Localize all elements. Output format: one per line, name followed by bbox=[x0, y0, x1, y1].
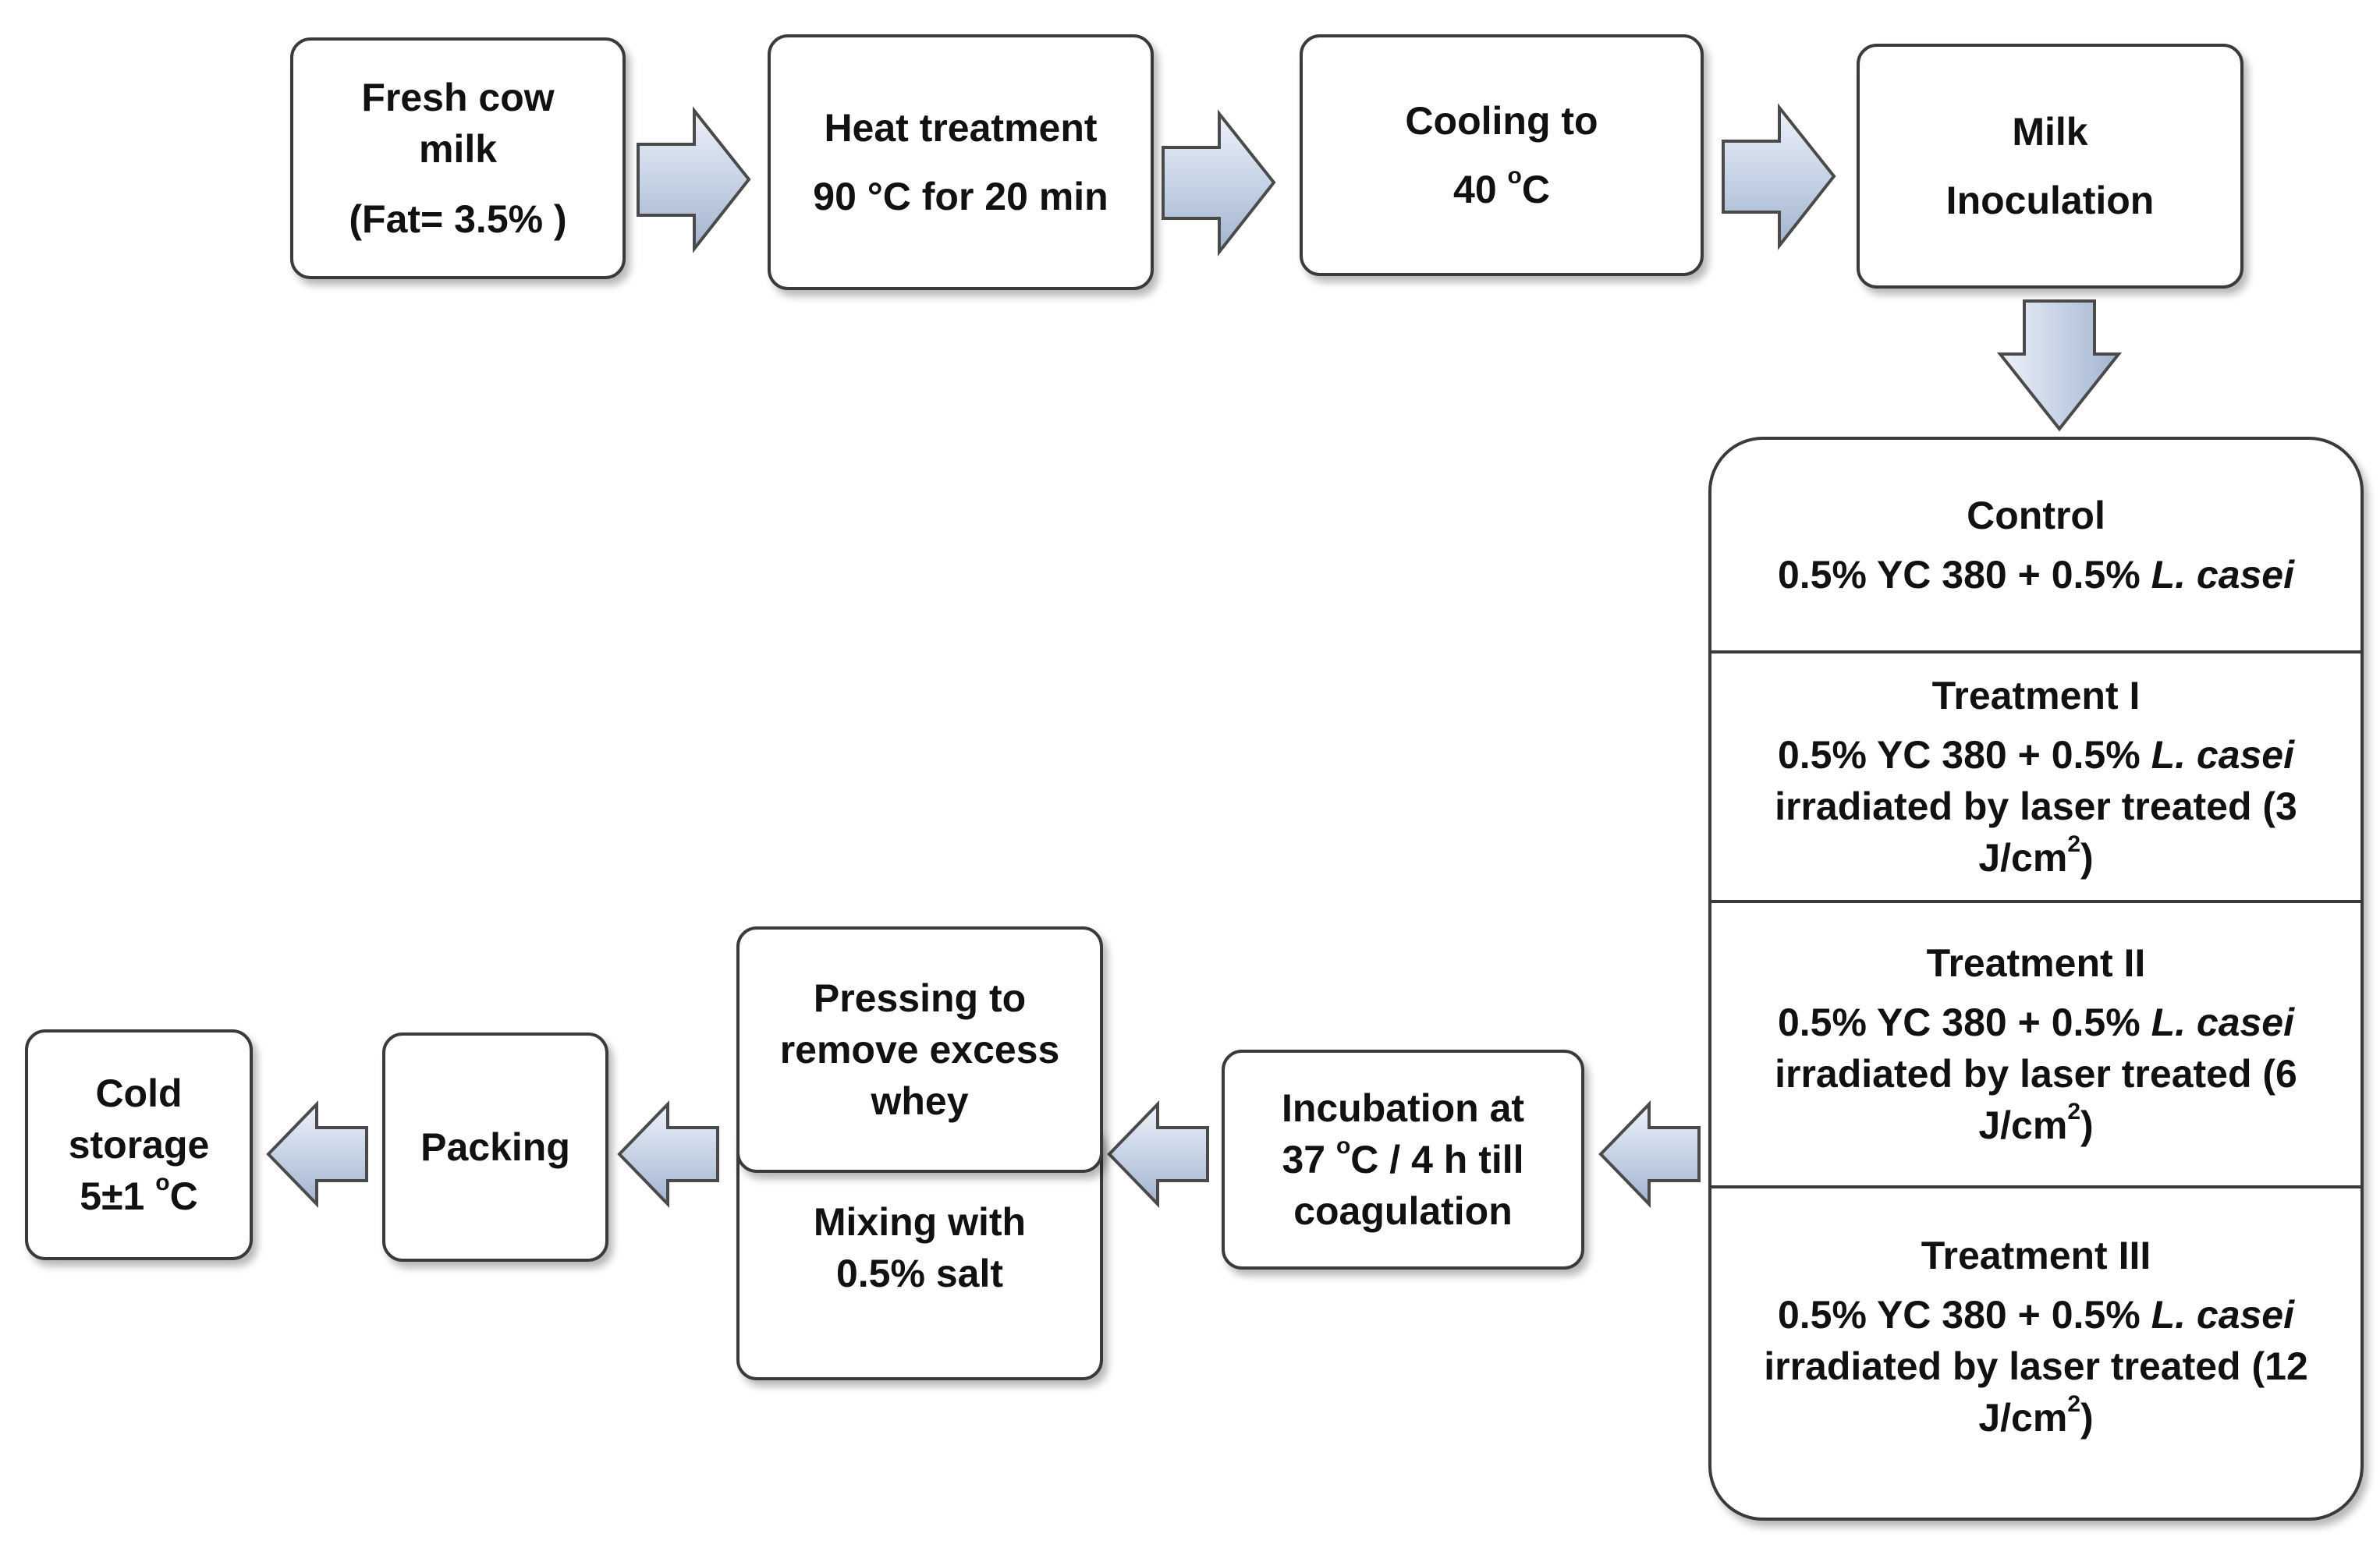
arrow-left-icon bbox=[1598, 1100, 1701, 1208]
pressing-line3: whey bbox=[871, 1079, 969, 1123]
step-heat-treatment: Heat treatment 90 °C for 20 min bbox=[768, 34, 1154, 290]
inoculation-line1: Milk bbox=[2012, 110, 2088, 154]
dose-exponent: 2 bbox=[2067, 1391, 2080, 1417]
mixing-line2: 0.5% salt bbox=[835, 1252, 1003, 1295]
step-pressing: Pressing to remove excess whey bbox=[736, 926, 1103, 1173]
step-incubation: Incubation at 37 oC / 4 h till coagulati… bbox=[1222, 1050, 1584, 1270]
dose-close: ) bbox=[2080, 1396, 2094, 1440]
fresh-milk-fat: (Fat= 3.5% ) bbox=[349, 197, 567, 241]
cooling-temp-unit: C bbox=[1521, 168, 1550, 211]
degree-mark: o bbox=[1507, 163, 1522, 189]
inoculation-line2: Inoculation bbox=[1945, 179, 2155, 222]
treatment-dose: J/cm2) bbox=[1978, 831, 2094, 884]
dose-unit: J/cm bbox=[1978, 836, 2068, 880]
treatment-formula: 0.5% YC 380 + 0.5% L. casei bbox=[1778, 549, 2294, 600]
storage-temp-unit: C bbox=[169, 1174, 198, 1218]
pressing-line1: Pressing to bbox=[813, 976, 1027, 1020]
fresh-milk-line2: milk bbox=[418, 127, 498, 171]
divider bbox=[1711, 1185, 2360, 1188]
treatment-control: Control 0.5% YC 380 + 0.5% L. casei bbox=[1711, 440, 2360, 650]
formula-prefix: 0.5% YC 380 + 0.5% bbox=[1777, 1293, 2151, 1337]
dose-unit: J/cm bbox=[1978, 1396, 2068, 1440]
treatment-title: Treatment III bbox=[1921, 1234, 2151, 1277]
dose-close: ) bbox=[2080, 1103, 2094, 1147]
mixing-line1: Mixing with bbox=[813, 1200, 1027, 1244]
treatment-dose: J/cm2) bbox=[1978, 1391, 2094, 1443]
cold-storage-temperature: 5±1 oC bbox=[80, 1170, 198, 1222]
incubation-line2: 37 oC / 4 h till bbox=[1282, 1133, 1524, 1185]
formula-species: L. casei bbox=[2151, 1001, 2295, 1044]
divider bbox=[1711, 900, 2360, 903]
degree-mark: o bbox=[1335, 1133, 1351, 1159]
treatment-formula: 0.5% YC 380 + 0.5% L. casei bbox=[1778, 997, 2294, 1048]
step-milk-inoculation: Milk Inoculation bbox=[1857, 44, 2243, 289]
cold-storage-line1: Cold bbox=[95, 1071, 183, 1115]
treatment-title: Treatment II bbox=[1926, 941, 2146, 985]
treatment-dose: J/cm2) bbox=[1978, 1099, 2094, 1151]
cooling-temp-value: 40 bbox=[1453, 168, 1508, 211]
step-cold-storage: Cold storage 5±1 oC bbox=[25, 1029, 253, 1260]
treatment-laser-line: irradiated by laser treated (12 bbox=[1764, 1344, 2308, 1388]
dose-exponent: 2 bbox=[2067, 1099, 2080, 1125]
formula-species: L. casei bbox=[2151, 1293, 2295, 1337]
incubation-temp-value: 37 bbox=[1282, 1138, 1336, 1181]
dose-exponent: 2 bbox=[2067, 831, 2080, 857]
treatment-laser-line: irradiated by laser treated (3 bbox=[1775, 785, 2297, 828]
treatment-3: Treatment III 0.5% YC 380 + 0.5% L. case… bbox=[1711, 1188, 2360, 1485]
treatment-title: Treatment I bbox=[1931, 674, 2141, 717]
formula-prefix: 0.5% YC 380 + 0.5% bbox=[1777, 553, 2151, 597]
treatment-laser-line: irradiated by laser treated (6 bbox=[1775, 1052, 2297, 1096]
incubation-line1: Incubation at bbox=[1281, 1086, 1525, 1130]
arrow-right-icon bbox=[1722, 103, 1836, 250]
cooling-line1: Cooling to bbox=[1405, 99, 1598, 143]
dose-close: ) bbox=[2080, 836, 2094, 880]
pressing-line2: remove excess bbox=[779, 1028, 1060, 1071]
treatment-title: Control bbox=[1967, 494, 2105, 537]
arrow-right-icon bbox=[1162, 109, 1276, 257]
arrow-down-icon bbox=[1996, 299, 2123, 432]
cooling-temperature: 40 oC bbox=[1453, 163, 1550, 215]
arrow-right-icon bbox=[637, 106, 751, 253]
arrow-left-icon bbox=[1107, 1100, 1209, 1208]
heat-treatment-line2: 90 °C for 20 min bbox=[813, 175, 1108, 218]
treatment-2: Treatment II 0.5% YC 380 + 0.5% L. casei… bbox=[1711, 903, 2360, 1185]
dose-unit: J/cm bbox=[1978, 1103, 2068, 1147]
treatment-options-panel: Control 0.5% YC 380 + 0.5% L. casei Trea… bbox=[1708, 437, 2364, 1521]
fresh-milk-line1: Fresh cow bbox=[361, 76, 555, 119]
incubation-temp-rest: C / 4 h till bbox=[1350, 1138, 1524, 1181]
heat-treatment-line1: Heat treatment bbox=[824, 106, 1098, 150]
treatment-formula: 0.5% YC 380 + 0.5% L. casei bbox=[1778, 1289, 2294, 1341]
formula-species: L. casei bbox=[2151, 733, 2295, 777]
treatment-formula: 0.5% YC 380 + 0.5% L. casei bbox=[1778, 729, 2294, 781]
cold-storage-line2: storage bbox=[68, 1123, 210, 1167]
step-packing: Packing bbox=[382, 1032, 608, 1262]
incubation-line3: coagulation bbox=[1293, 1189, 1513, 1233]
arrow-left-icon bbox=[617, 1100, 719, 1208]
divider bbox=[1711, 650, 2360, 653]
packing-label: Packing bbox=[420, 1125, 570, 1169]
formula-prefix: 0.5% YC 380 + 0.5% bbox=[1777, 1001, 2151, 1044]
treatment-1: Treatment I 0.5% YC 380 + 0.5% L. casei … bbox=[1711, 653, 2360, 900]
step-fresh-milk: Fresh cow milk (Fat= 3.5% ) bbox=[290, 37, 626, 279]
degree-mark: o bbox=[155, 1170, 170, 1195]
formula-prefix: 0.5% YC 380 + 0.5% bbox=[1777, 733, 2151, 777]
storage-temp-value: 5±1 bbox=[80, 1174, 156, 1218]
arrow-left-icon bbox=[266, 1100, 368, 1208]
step-cooling: Cooling to 40 oC bbox=[1300, 34, 1704, 276]
formula-species: L. casei bbox=[2151, 553, 2295, 597]
